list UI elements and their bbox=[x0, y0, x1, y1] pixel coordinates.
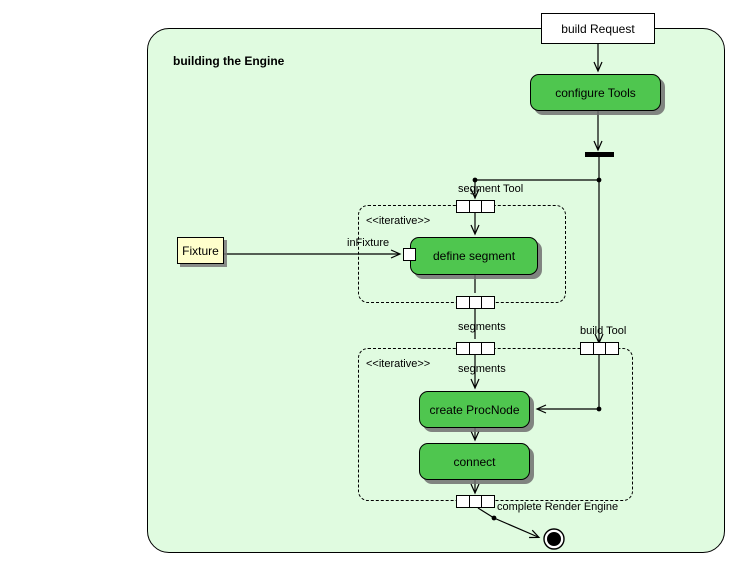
expansion-pin-build-tool[interactable] bbox=[580, 342, 619, 355]
stereotype-label-define-segment: <<iterative>> bbox=[366, 215, 431, 227]
pin-cell bbox=[457, 343, 470, 354]
pin-cell bbox=[457, 201, 470, 212]
stereotype-label-build-nodes: <<iterative>> bbox=[366, 358, 431, 370]
fork-bar bbox=[585, 152, 614, 157]
pin-cell bbox=[581, 343, 594, 354]
edge-label-segments-in: segments bbox=[458, 363, 506, 375]
node-build-request[interactable]: build Request bbox=[541, 13, 655, 44]
pin-cell bbox=[594, 343, 607, 354]
pin-cell bbox=[470, 343, 483, 354]
pin-cell bbox=[470, 496, 483, 507]
expansion-region-build-nodes bbox=[358, 348, 633, 501]
input-pin-infixture[interactable] bbox=[403, 248, 416, 261]
pin-cell bbox=[606, 343, 618, 354]
expansion-pin-segments-in[interactable] bbox=[456, 342, 495, 355]
junction-dot-final-edge bbox=[491, 515, 497, 521]
pin-cell bbox=[482, 297, 494, 308]
pin-cell bbox=[482, 496, 494, 507]
edge-label-segment-tool: segment Tool bbox=[458, 183, 524, 195]
activity-final-core bbox=[547, 532, 561, 546]
action-define-segment[interactable]: define segment bbox=[410, 237, 538, 275]
edge-label-complete-render-engine: complete Render Engine bbox=[497, 501, 619, 513]
edge-label-segments-out: segments bbox=[458, 321, 506, 333]
action-create-procnode[interactable]: create ProcNode bbox=[419, 391, 530, 428]
expansion-pin-segment-tool[interactable] bbox=[456, 200, 495, 213]
expansion-pin-complete-render-engine[interactable] bbox=[456, 495, 495, 508]
pin-cell bbox=[482, 343, 494, 354]
expansion-pin-segments-out[interactable] bbox=[456, 296, 495, 309]
action-connect[interactable]: connect bbox=[419, 443, 530, 480]
node-fixture[interactable]: Fixture bbox=[177, 237, 224, 264]
activity-title: building the Engine bbox=[173, 54, 285, 68]
action-configure-tools[interactable]: configure Tools bbox=[530, 74, 661, 111]
pin-cell bbox=[470, 297, 483, 308]
pin-cell bbox=[457, 496, 470, 507]
pin-cell bbox=[482, 201, 494, 212]
edge-label-build-tool: build Tool bbox=[580, 325, 627, 337]
pin-cell bbox=[457, 297, 470, 308]
pin-cell bbox=[470, 201, 483, 212]
edge-label-infixture: inFixture bbox=[347, 237, 390, 249]
